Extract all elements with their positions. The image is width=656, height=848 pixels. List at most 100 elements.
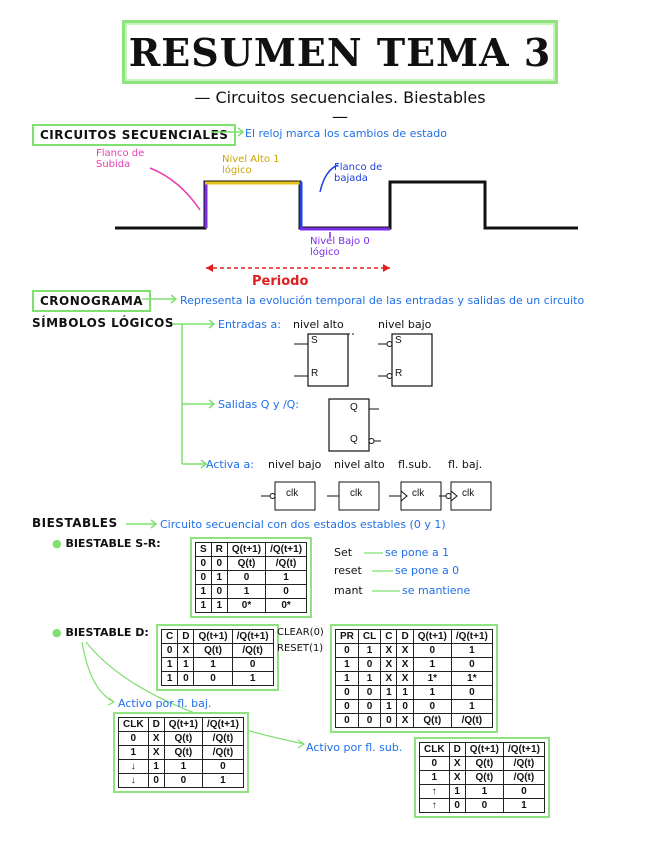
cell: 1 [502,798,545,813]
cell: X [147,731,165,746]
label-clear: CLEAR(0) [277,627,324,638]
cell: 0* [265,598,308,613]
act-label-3: fl. baj. [448,458,483,471]
cell: 1 [163,759,203,774]
cell: 1 [412,685,452,700]
cell: X [147,745,165,760]
sr-note-mant: mant [334,584,363,597]
cell: ↑ [419,798,450,813]
cell: 0 [201,759,244,774]
cell: X [448,770,466,785]
cell: /Q(t) [450,713,493,728]
label-sr-text: BIESTABLE S-R: [65,537,161,550]
cell: 1 [265,570,308,585]
cell: 1 [201,773,244,788]
cell: 0 [450,685,493,700]
cell: 1 [464,784,504,799]
sr1-r: R [311,368,319,379]
sub-th: CLK [419,742,450,757]
cell: 1 [195,584,212,599]
cell: 0 [412,643,452,658]
simbolos-tree [172,320,216,469]
label-activa: Activa a: [206,458,254,471]
clk-3: clk [462,488,475,499]
cell: 1 [147,759,165,774]
arrow-cronograma [142,294,178,304]
label-entradas: Entradas a: [218,318,281,331]
cell: 0 [195,570,212,585]
q-symbol [328,398,381,452]
sr-note-reset: reset [334,564,362,577]
cell: 0 [448,798,466,813]
d-branch-lines [81,641,306,749]
cell: ↓ [118,773,149,788]
label-d-text: BIESTABLE D: [65,626,149,639]
label-flanco-bajada: Flanco de bajada [334,162,383,184]
cell: 1 [396,685,414,700]
act-label-2: fl.sub. [398,458,432,471]
q-label: Q [350,402,358,413]
cell: 0 [147,773,165,788]
cell: 1 [210,598,228,613]
clk-symbols [261,481,492,511]
cell: 0 [226,570,267,585]
cell: 0 [231,657,274,672]
clk-2: clk [412,488,425,499]
baj-th: D [147,717,165,732]
sr-note-mant-desc: se mantiene [402,584,471,597]
sub-th: Q(t+1) [464,742,504,757]
label-nivel-alto: Nivel Alto 1 lógico [222,154,280,176]
label-salidas: Salidas Q y /Q: [218,398,300,411]
bullet-sr: ● [52,537,62,550]
cell: Q(t) [464,756,504,771]
cell: 0 [177,671,195,686]
act-label-0: nivel bajo [268,458,322,471]
cell: 0 [210,584,228,599]
page-title: RESUMEN TEMA 3 [128,29,552,75]
cell: Q(t) [163,745,203,760]
cell: 0 [210,556,228,571]
label-reset: RESET(1) [277,643,324,654]
label-biestable-sr: ● BIESTABLE S-R: [52,537,161,550]
act-label-1: nivel alto [334,458,385,471]
cell: 0 [464,798,504,813]
header-cronograma: CRONOGRAMA [32,290,152,312]
cell: 0 [412,699,452,714]
cell: /Q(t) [201,745,244,760]
label-nivel-bajo: Nivel Bajo 0 lógico [310,236,370,258]
cell: 0 [265,584,308,599]
cell: /Q(t) [201,731,244,746]
cell: /Q(t) [265,556,308,571]
header-simbolos: SÍMBOLOS LÓGICOS [32,316,175,330]
sr-note-set-desc: se pone a 1 [385,546,450,559]
cell: 0 [450,657,493,672]
cell: 0 [193,671,233,686]
cell: 0 [195,556,212,571]
cell: X [448,756,466,771]
cell: Q(t) [226,556,267,571]
baj-th: CLK [118,717,149,732]
note-reloj: El reloj marca los cambios de estado [245,127,447,140]
cell: 0 [118,731,149,746]
cell: 1 [448,784,466,799]
cell: X [396,713,414,728]
cell: 0* [226,598,267,613]
note-biestables: Circuito secuencial con dos estados esta… [160,518,446,531]
